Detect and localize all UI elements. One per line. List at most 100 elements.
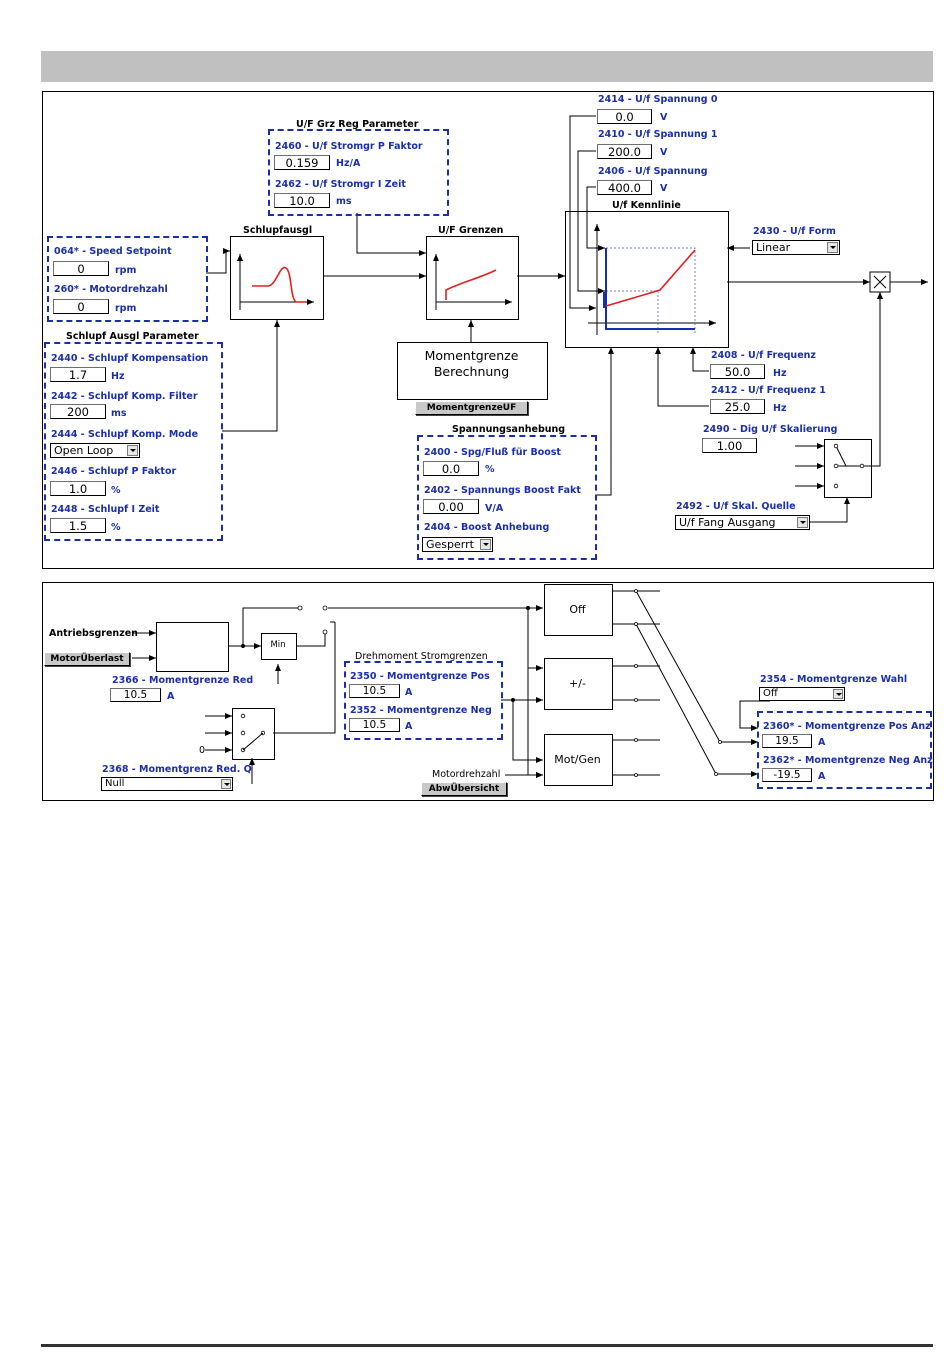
uf-voltage0-unit: V [660,112,668,123]
uf-scale-label: 2490 - Dig U/f Skalierung [703,424,838,435]
uf-scale-value[interactable]: 1.00 [702,438,757,453]
boost-param-box [417,435,597,560]
chevron-down-icon[interactable] [127,445,138,456]
zero-input-label: 0 [199,745,206,756]
redq-switch-block [232,708,275,760]
slip-p-label: 2446 - Schlupf P Faktor [51,466,177,477]
motgen-block-label: Mot/Gen [554,753,601,766]
anz-neg-label: 2362* - Momentgrenze Neg Anz [763,755,933,766]
scale-switch-block [824,439,872,498]
antrieb-label: Antriebsgrenzen [49,628,138,639]
uf-form-label: 2430 - U/f Form [753,226,836,237]
off-block-label: Off [569,603,586,616]
chevron-down-icon[interactable] [221,779,231,789]
header-bar [41,51,933,82]
anz-param-box [757,711,932,789]
abw-uebersicht-button[interactable]: AbwÜbersicht [421,782,507,796]
uf-voltage-value[interactable]: 400.0 [597,180,652,195]
red-label: 2366 - Momentgrenze Red [112,675,254,686]
uf-grz-p-label: 2460 - U/f Stromgr P Faktor [275,141,423,152]
momentgrenze-uf-button[interactable]: MomentgrenzeUF [415,401,528,415]
slip-filter-label: 2442 - Schlupf Komp. Filter [51,391,198,402]
dreh-neg-value[interactable]: 10.5 [349,718,400,732]
speed-setpoint-value[interactable]: 0 [53,261,109,276]
slip-mode-select[interactable]: Open Loop [50,443,140,458]
uf-form-value: Linear [756,241,791,254]
boost-anh-value: Gesperrt [426,538,474,551]
boost-fakt-unit: V/A [485,503,504,514]
uf-freq-unit: Hz [773,368,787,379]
wahl-value: Off [763,688,778,699]
motor-speed-value[interactable]: 0 [53,299,109,314]
boost-anh-label: 2404 - Boost Anhebung [424,522,550,533]
slip-comp-value[interactable]: 1.7 [50,367,106,382]
footer-rule [41,1344,933,1347]
slip-mode-label: 2444 - Schlupf Komp. Mode [51,429,199,440]
anz-neg-unit: A [818,771,826,782]
wahl-label: 2354 - Momentgrenze Wahl [760,674,908,685]
speed-param-box [47,236,208,322]
uf-voltage0-value[interactable]: 0.0 [597,109,652,124]
uf-voltage1-value[interactable]: 200.0 [597,144,652,159]
wahl-select[interactable]: Off [759,687,845,701]
kennlinie-block-title: U/f Kennlinie [612,200,681,211]
chevron-down-icon[interactable] [827,242,838,253]
uf-freq1-value[interactable]: 25.0 [710,399,765,414]
dreh-neg-unit: A [405,721,413,732]
uf-form-select[interactable]: Linear [752,240,840,255]
dreh-title: Drehmoment Stromgrenzen [355,651,488,662]
min-block [261,633,297,660]
uf-grz-p-value[interactable]: 0.159 [274,155,330,170]
uf-voltage0-label: 2414 - U/f Spannung 0 [598,94,718,105]
slip-param-box [44,342,223,541]
anz-pos-label: 2360* - Momentgrenze Pos Anz [763,721,931,732]
uf-freq1-label: 2412 - U/f Frequenz 1 [711,385,826,396]
slip-mode-value: Open Loop [54,444,114,457]
limit-input-block [156,622,229,672]
motor-speed-label: 260* - Motordrehzahl [54,284,168,295]
speed-setpoint-label: 064* - Speed Setpoint [54,246,172,257]
slip-comp-label: 2440 - Schlupf Kompensation [51,353,209,364]
uf-grz-title: U/F Grz Reg Parameter [296,119,419,130]
chevron-down-icon[interactable] [797,517,808,528]
boost-title: Spannungsanhebung [452,424,566,435]
slip-p-value[interactable]: 1.0 [50,481,106,496]
momentgrenze-block [397,342,548,400]
uf-voltage1-label: 2410 - U/f Spannung 1 [598,129,718,140]
chevron-down-icon[interactable] [480,539,491,550]
uf-scale-source-select[interactable]: U/f Fang Ausgang [675,515,810,530]
slip-i-value[interactable]: 1.5 [50,518,106,533]
chevron-down-icon[interactable] [833,689,843,699]
schlupf-block-title: Schlupfausgl [243,225,313,236]
speed-setpoint-unit: rpm [115,265,137,276]
boost-anh-select[interactable]: Gesperrt [422,537,493,552]
redq-select[interactable]: Null [101,777,233,791]
uf-grz-i-value[interactable]: 10.0 [274,193,330,208]
boost-spg-unit: % [485,464,495,475]
torque-limit-panel [42,582,934,801]
slip-p-unit: % [111,485,121,496]
grenzen-block [426,236,519,320]
uf-grz-p-unit: Hz/A [336,158,361,169]
boost-fakt-value[interactable]: 0.00 [423,499,479,514]
kennlinie-block [565,211,729,348]
dreh-pos-unit: A [405,687,413,698]
dreh-pos-label: 2350 - Momentgrenze Pos [350,671,490,682]
uf-freq-value[interactable]: 50.0 [710,364,765,379]
boost-spg-value[interactable]: 0.0 [423,461,479,476]
slip-filter-value[interactable]: 200 [50,404,106,419]
red-value[interactable]: 10.5 [110,688,161,702]
dreh-pos-value[interactable]: 10.5 [349,684,400,698]
slip-param-title: Schlupf Ausgl Parameter [66,331,199,342]
uf-scale-source-label: 2492 - U/f Skal. Quelle [676,501,796,512]
slip-comp-unit: Hz [111,371,125,382]
momentgrenze-block-line2: Berechnung [433,364,510,379]
uf-freq-label: 2408 - U/f Frequenz [711,350,816,361]
dreh-param-box [344,661,503,740]
pm-block [544,658,613,710]
slip-i-label: 2448 - Schlupf I Zeit [51,504,160,515]
motordrehzahl-label: Motordrehzahl [432,769,501,780]
anz-neg-value: -19.5 [762,768,812,782]
uf-voltage1-unit: V [660,147,668,158]
motor-ueberlast-button[interactable]: MotorÜberlast [44,652,130,666]
